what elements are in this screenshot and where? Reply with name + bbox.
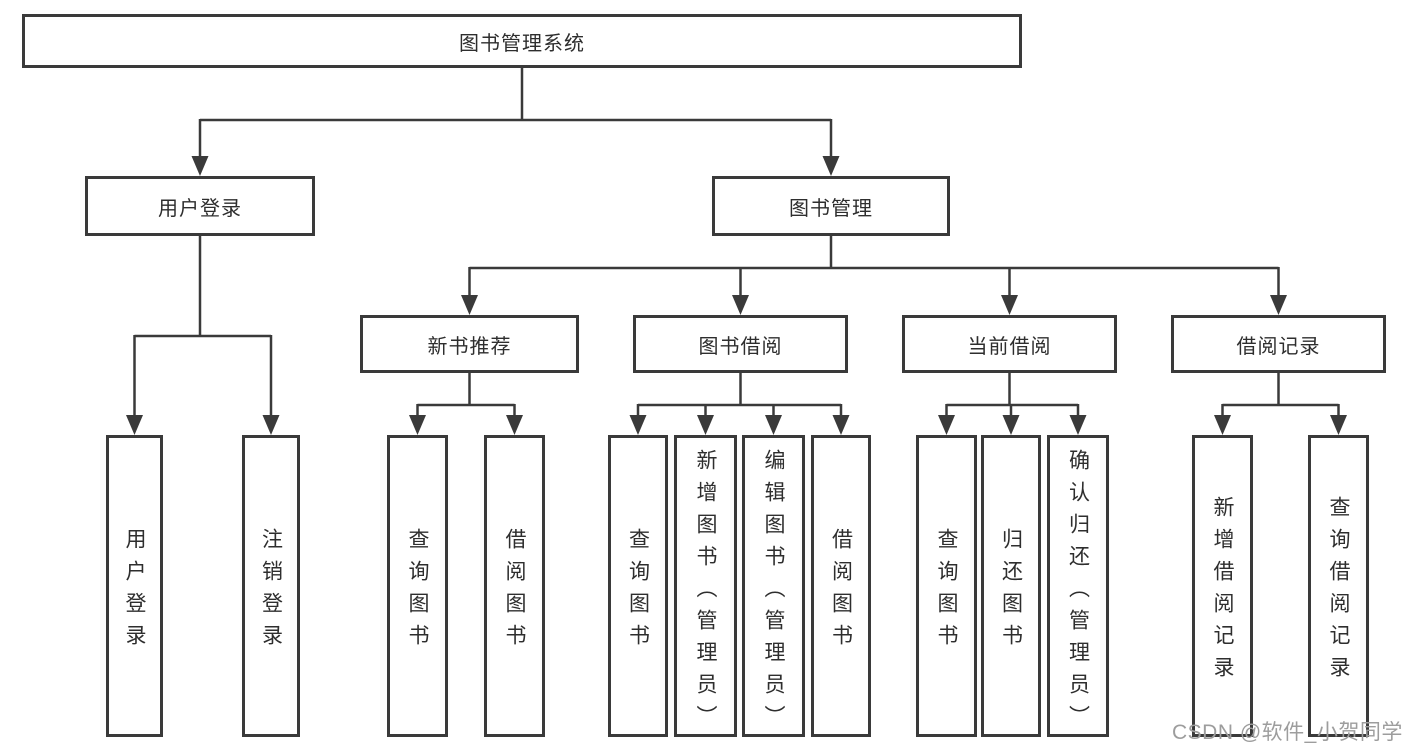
- leaf-logout: 注销登录: [242, 435, 300, 737]
- leaf-query-borrow-record: 查询借阅记录: [1308, 435, 1369, 737]
- leaf-confirm-return-admin: 确认归还（管理员）: [1047, 435, 1109, 737]
- leaf-query-books-3: 查询图书: [916, 435, 977, 737]
- node-user-login-branch: 用户登录: [85, 176, 315, 236]
- node-book-borrow: 图书借阅: [633, 315, 848, 373]
- node-new-book-recommend: 新书推荐: [360, 315, 579, 373]
- leaf-borrow-books-1: 借阅图书: [484, 435, 545, 737]
- leaf-add-books-admin: 新增图书（管理员）: [674, 435, 737, 737]
- node-current-borrow: 当前借阅: [902, 315, 1117, 373]
- node-library-management-system: 图书管理系统: [22, 14, 1022, 68]
- leaf-borrow-books-2: 借阅图书: [811, 435, 871, 737]
- leaf-query-books-2: 查询图书: [608, 435, 668, 737]
- node-book-management-branch: 图书管理: [712, 176, 950, 236]
- leaf-query-books-1: 查询图书: [387, 435, 448, 737]
- leaf-return-books: 归还图书: [981, 435, 1041, 737]
- csdn-watermark: CSDN @软件_小贺同学: [1172, 721, 1403, 744]
- leaf-add-borrow-record: 新增借阅记录: [1192, 435, 1253, 737]
- node-borrow-records: 借阅记录: [1171, 315, 1386, 373]
- leaf-user-login: 用户登录: [106, 435, 163, 737]
- leaf-edit-books-admin: 编辑图书（管理员）: [742, 435, 805, 737]
